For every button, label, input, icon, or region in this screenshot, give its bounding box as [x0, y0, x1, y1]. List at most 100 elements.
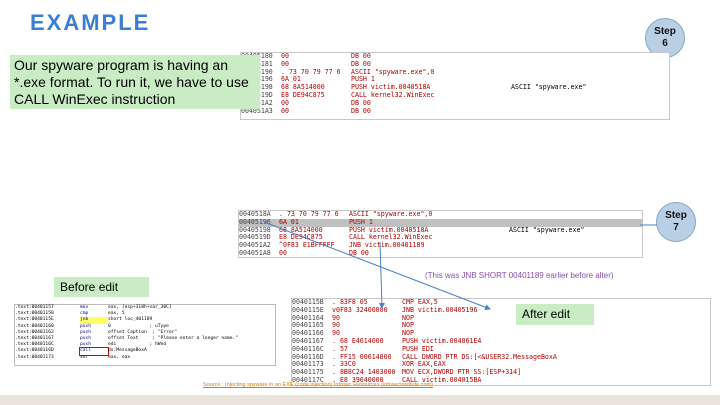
slide-title: EXAMPLE	[30, 10, 151, 35]
ida-address: .text:00401158	[15, 311, 54, 317]
dump-address: 00401164	[292, 313, 324, 322]
step-6-badge: Step 6	[645, 18, 685, 58]
intro-text: Our spyware program is having an *.exe f…	[10, 55, 260, 109]
dump-hex: ^0F83 E1BFFFFF	[279, 241, 335, 250]
ida-row[interactable]: .text:00401157 mov eax, [esp+318h+var_30C]	[15, 305, 275, 311]
dump-hex: 90	[332, 313, 340, 322]
dump-disassembly: JNB victim.00405196	[402, 305, 478, 314]
dump-address: 00401166	[292, 329, 324, 338]
dump-address: 00401165	[292, 321, 324, 330]
dump-address: 00405198	[239, 225, 271, 234]
dump-hex: 00	[281, 59, 289, 68]
ida-address: .text:00401167	[15, 335, 54, 341]
dump-hex: . E8 39040000	[332, 375, 384, 384]
dump-disassembly: MOV ECX,DWORD PTR SS:[ESP+314]	[402, 368, 522, 377]
dump-row[interactable]: 0040117C . E8 39040000 CALL victim.004015B…	[292, 375, 710, 385]
dump-hex: . 8B8C24 1403000	[332, 368, 396, 377]
ida-address: .text:00401173	[15, 354, 54, 360]
dump-hex: 00	[281, 52, 289, 60]
ida-address: .text:0040116D	[15, 348, 54, 354]
dump-row[interactable]: 004051A200DB 00	[241, 98, 669, 108]
ida-operands: offset Text ; "Please enter a longer nam…	[108, 335, 238, 341]
dump-row[interactable]: 0040518A . 73 70 79 77 6 ASCII "spyware.ex…	[239, 210, 642, 219]
ida-mnemonic: push	[80, 329, 92, 335]
dump-address: 0040518A	[239, 210, 271, 218]
dump-address: 004051A3	[241, 106, 273, 115]
dump-disassembly: DB 00	[351, 59, 371, 68]
dump-hex: E8 DE94C875	[281, 90, 325, 99]
ida-address: .text:00401162	[15, 329, 54, 335]
dump-hex: . 57	[332, 344, 348, 353]
dump-address: 004051A8	[239, 248, 271, 257]
dump-disassembly: DB 00	[351, 52, 371, 60]
ida-mnemonic: mov	[80, 305, 89, 310]
dump-hex: 6A 01	[281, 75, 301, 84]
dump-hex: . 73 70 79 77 6	[279, 210, 339, 218]
dump-address: 0040115E	[292, 305, 324, 314]
dump-address: 00401173	[292, 360, 324, 369]
dump-row[interactable]: 00401164 90 NOP	[292, 313, 710, 323]
dump-row[interactable]: 0040518000DB 00	[241, 52, 669, 61]
ida-operands: short loc_401189	[108, 317, 153, 323]
dump-disassembly: ASCII "spyware.exe",0	[351, 67, 435, 76]
dump-disassembly: DB 00	[351, 98, 371, 107]
dump-disassembly: DB 00	[351, 106, 371, 115]
ida-mnemonic: push	[80, 342, 92, 348]
dump-disassembly: ASCII "spyware.exe",0	[349, 210, 433, 218]
ida-operands: ds:MessageBoxA	[108, 348, 147, 354]
ida-operands: eax, 5	[108, 311, 125, 317]
dump-disassembly: XOR EAX,EAX	[402, 360, 446, 369]
dump-disassembly: PUSH victim.0040518A	[351, 83, 431, 92]
dump-comment: ASCII "spyware.exe"	[511, 83, 587, 92]
dump-disassembly: CALL DWORD PTR DS:[<&USER32.MessageBoxA	[402, 352, 557, 361]
dump-address: 00401175	[292, 368, 324, 377]
dump-hex: 00	[281, 98, 289, 107]
dump-address: 0040117C	[292, 375, 324, 384]
debugger-dump-top: 0040518000DB 000040518100DB 0000405190. …	[240, 52, 670, 120]
ida-operands: eax, eax	[108, 354, 131, 360]
ida-mnemonic: push	[80, 335, 92, 341]
dump-address: 0040116C	[292, 344, 324, 353]
dump-disassembly: CALL victim.004015BA	[402, 375, 482, 384]
dump-hex: 68 8A514000	[281, 83, 325, 92]
dump-disassembly: NOP	[402, 313, 414, 322]
ida-row[interactable]: .text:00401167 push offset Text ; "Please …	[15, 336, 275, 342]
ida-address: .text:00401157	[15, 305, 54, 310]
step-7-label: Step	[665, 210, 687, 221]
source-link[interactable]: Source : Injecting spyware in an EXE (co…	[203, 382, 433, 388]
dump-row[interactable]: 00401175 . 8B8C24 1403000 MOV ECX,DWORD PT…	[292, 368, 710, 377]
dump-disassembly: JNB victim.00401189	[349, 241, 425, 250]
ida-listing: .text:00401157 mov eax, [esp+318h+var_30C]…	[14, 304, 276, 366]
ida-operands: eax, [esp+318h+var_30C]	[108, 305, 172, 310]
dump-hex: 90	[332, 321, 340, 330]
ida-mnemonic: jnb	[80, 317, 108, 324]
dump-hex: . 73 70 79 77 6	[281, 67, 341, 76]
dump-disassembly: PUSH 1	[351, 75, 375, 84]
dump-hex: 90	[332, 329, 340, 338]
dump-address: 0040116D	[292, 352, 324, 361]
before-edit-label: Before edit	[54, 277, 149, 297]
step-6-label: Step	[654, 26, 676, 37]
dump-disassembly: PUSH victim.004061E4	[402, 336, 482, 345]
dump-disassembly: DB 00	[349, 248, 369, 257]
